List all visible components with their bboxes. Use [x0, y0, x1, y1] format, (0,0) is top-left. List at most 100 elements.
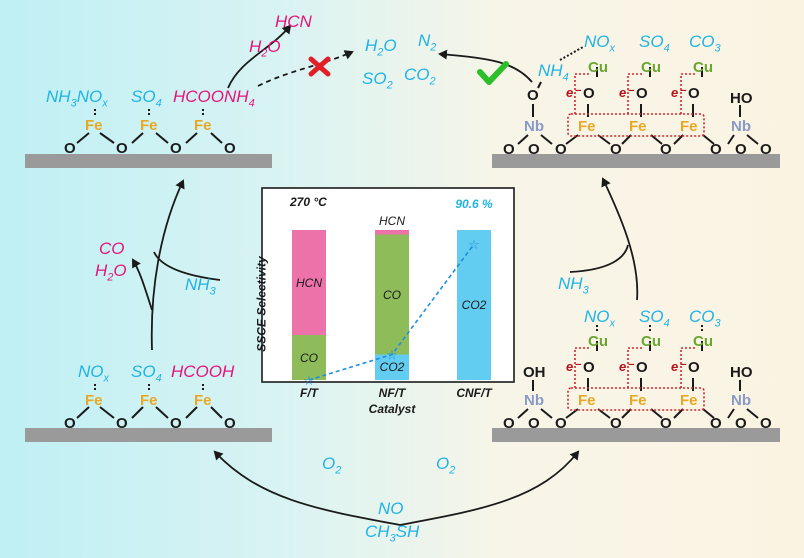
adsorbate-so4-bottom-right: SO4: [639, 307, 670, 330]
chart-annotation: 90.6 %: [455, 197, 493, 211]
bar-segment-cnft-co2: [457, 230, 491, 380]
lattice-o-4-top-left: O: [224, 140, 236, 157]
o-cu1-top-right: O: [583, 85, 595, 102]
oxygen-left: O2: [322, 454, 342, 477]
adsorbate-co3-top-right: CO3: [689, 32, 721, 55]
lattice-o-2-bottom-left: O: [116, 415, 128, 432]
o-cu3-bottom-right: O: [688, 359, 700, 376]
bar-segment-nft-co2: [375, 354, 409, 380]
electron-1-bottom-right: e⁻: [566, 359, 581, 374]
adsorbate-nox-bottom-left: NOx: [78, 362, 109, 385]
fe-site-1-top-right: Fe: [578, 118, 596, 135]
support-surface-top-left: [25, 154, 272, 168]
lattice-o-1-bottom-right: O: [503, 415, 515, 432]
cycle-arrows: [131, 24, 639, 526]
side-product-h2o: H2O: [249, 37, 281, 60]
adsorbate-hcooh: HCOOH: [171, 362, 235, 381]
reagent-nh3-left: NH3: [185, 275, 216, 298]
electron-3-top-right: e⁻: [671, 85, 686, 100]
adsorbate-nh4: NH4: [538, 61, 569, 84]
adsorbate-nox-top-right: NOx: [584, 32, 615, 55]
cu-site-3-bottom-right: Cu: [693, 333, 713, 350]
lattice-o-3-bottom-right: O: [555, 415, 567, 432]
lattice-o-1-top-left: O: [64, 140, 76, 157]
bar-label-ft-hcn: HCN: [296, 275, 322, 290]
lattice-o-3-bottom-left: O: [170, 415, 182, 432]
o-cu3-top-right: O: [688, 85, 700, 102]
lattice-o-4-bottom-left: O: [224, 415, 236, 432]
electron-2-top-right: e⁻: [619, 85, 634, 100]
cu-site-1-top-right: Cu: [588, 59, 608, 76]
lattice-o-1-top-right: O: [503, 141, 515, 158]
product-so2: SO2: [362, 69, 393, 92]
co2-trend-point-nft: ☆: [386, 349, 398, 364]
cu-site-2-top-right: Cu: [641, 59, 661, 76]
fe-site-3-bottom-right: Fe: [680, 392, 698, 409]
support-surface-bottom-right: [492, 428, 780, 442]
lattice-o-4-bottom-right: O: [610, 415, 622, 432]
lattice-o-3-top-left: O: [170, 140, 182, 157]
fe-site-2-bottom-left: Fe: [140, 392, 158, 409]
bar-segment-ft-hcn: [292, 230, 326, 335]
o-cu2-top-right: O: [636, 85, 648, 102]
electron-3-bottom-right: e⁻: [671, 359, 686, 374]
nb-site-2-bottom-right: Nb: [731, 392, 751, 409]
adsorbate-nh3nox: NH3NOx: [46, 87, 108, 110]
blocked-pathway-arrow: [257, 50, 354, 87]
lattice-o-2-top-left: O: [116, 140, 128, 157]
chart-temperature-label: 270 °C: [290, 195, 327, 209]
hydroxyl-ho-bottom-right: HO: [730, 364, 753, 381]
co2-trend-point-ft: ☆: [303, 374, 315, 389]
fe-site-3-top-left: Fe: [194, 117, 212, 134]
side-product-hcn: HCN: [275, 12, 312, 31]
cu-site-1-bottom-right: Cu: [588, 333, 608, 350]
bonds-top-left: [76, 109, 223, 144]
o-cu2-bottom-right: O: [636, 359, 648, 376]
product-n2: N2: [418, 31, 437, 54]
fe-site-3-bottom-left: Fe: [194, 392, 212, 409]
adsorbate-so4-top-left: SO4: [131, 87, 162, 110]
oxygen-right: O2: [436, 454, 456, 477]
adsorbate-nox-bottom-right: NOx: [584, 307, 615, 330]
bar-label-nft-hcn: HCN: [379, 214, 405, 228]
chart-xtick-nf: NF/T: [378, 386, 406, 400]
electron-2-bottom-right: e⁻: [619, 359, 634, 374]
cu-site-3-top-right: Cu: [693, 59, 713, 76]
lattice-o-3-top-right: O: [555, 141, 567, 158]
product-h2o: H2O: [365, 36, 397, 59]
bar-label-nft-co: CO: [383, 287, 401, 302]
nb-site-1-bottom-right: Nb: [524, 392, 544, 409]
blocked-cross-icon: [308, 56, 331, 77]
fe-site-2-top-left: Fe: [140, 117, 158, 134]
hydroxyl-ho-top-right: HO: [730, 90, 753, 107]
product-co2: CO2: [404, 65, 436, 88]
co2-trend-point-cnft: ☆: [468, 238, 480, 253]
bar-label-ft-co: CO: [300, 350, 318, 365]
lattice-o-5-bottom-right: O: [660, 415, 672, 432]
favored-check-icon: [477, 61, 509, 85]
feed-no: NO: [378, 499, 404, 518]
lattice-o-7-top-right: O: [735, 141, 747, 158]
bonds-top-right: [517, 46, 759, 145]
reagent-nh3-right: NH3: [558, 274, 589, 297]
hydroxyl-oh-bottom-right: OH: [523, 364, 546, 381]
bar-label-cnft-co2: CO2: [461, 298, 487, 312]
lattice-o-8-top-right: O: [760, 141, 772, 158]
lattice-o-6-top-right: O: [710, 141, 722, 158]
bar-segment-nft-hcn: [375, 230, 409, 235]
bonds-bottom-right: [517, 325, 759, 419]
nb-site-2-top-right: Nb: [731, 118, 751, 135]
fe-site-3-top-right: Fe: [680, 118, 698, 135]
lattice-o-6-bottom-right: O: [710, 415, 722, 432]
lattice-o-1-bottom-left: O: [64, 415, 76, 432]
chart-xtick-cnf: CNF/T: [456, 386, 492, 400]
released-h2o: H2O: [95, 261, 127, 284]
cu-site-2-bottom-right: Cu: [641, 333, 661, 350]
chart-xtick-fe: F/T: [300, 386, 318, 400]
electron-1-top-right: e⁻: [566, 85, 581, 100]
bonds-bottom-left: [76, 383, 223, 419]
adsorbate-so4-bottom-left: SO4: [131, 362, 162, 385]
bar-segment-ft-co: [292, 335, 326, 380]
fe-site-2-bottom-right: Fe: [629, 392, 647, 409]
